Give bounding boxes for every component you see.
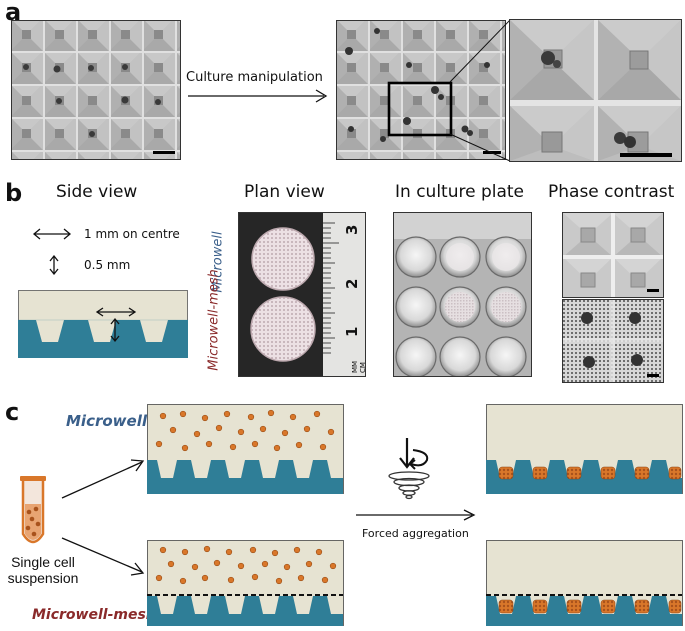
micrograph-after <box>336 20 506 160</box>
schematic-mesh-after <box>486 540 683 626</box>
branch-arrows-icon <box>61 459 145 576</box>
schematic-mesh-before <box>147 540 344 626</box>
micrograph-before <box>11 20 181 160</box>
schematic-microwell-after <box>486 404 683 494</box>
zoom-lines <box>449 19 511 162</box>
arrow-right-icon <box>188 89 328 103</box>
header-side-view: Side view <box>56 182 138 202</box>
double-arrow-vertical-icon <box>49 255 59 275</box>
process-arrow-icon <box>356 509 476 521</box>
suspension-label-line1: Single cell <box>11 554 75 570</box>
ruler-tick-1: 1 <box>343 326 361 337</box>
micrograph-zoom <box>509 19 682 162</box>
panel-a-letter: a <box>5 0 22 26</box>
culture-manipulation-label: Culture manipulation <box>186 70 323 85</box>
ruler-unit-label: MM CM <box>351 360 366 373</box>
phase-contrast-microwell <box>562 212 664 298</box>
side-view-schematic <box>18 290 188 358</box>
double-arrow-horizontal-icon <box>32 228 72 240</box>
label-microwell-mesh: Microwell-mesh <box>32 607 156 623</box>
panel-b-letter: b <box>5 179 23 207</box>
header-in-culture-plate: In culture plate <box>395 182 525 202</box>
plan-view-photo: 3 2 1 MM CM <box>238 212 366 377</box>
legend-depth-label: 0.5 mm <box>84 258 131 272</box>
ruler-tick-3: 3 <box>343 224 361 235</box>
centrifuge-vortex-icon <box>388 438 430 500</box>
schematic-microwell-before <box>147 404 344 494</box>
label-microwell: Microwell <box>66 412 147 430</box>
legend-spacing-label: 1 mm on centre <box>84 227 180 241</box>
process-label: Forced aggregation <box>362 527 469 540</box>
label-microwell-mesh-vertical: Microwell-mesh <box>206 269 222 371</box>
header-plan-view: Plan view <box>244 182 325 202</box>
header-phase-contrast: Phase contrast <box>548 182 675 202</box>
phase-contrast-mesh <box>562 299 664 383</box>
culture-plate-photo <box>393 212 532 377</box>
suspension-label-line2: suspension <box>7 570 79 586</box>
panel-c-letter: c <box>5 398 20 426</box>
ruler-tick-2: 2 <box>343 278 361 289</box>
test-tube-icon <box>20 476 46 544</box>
